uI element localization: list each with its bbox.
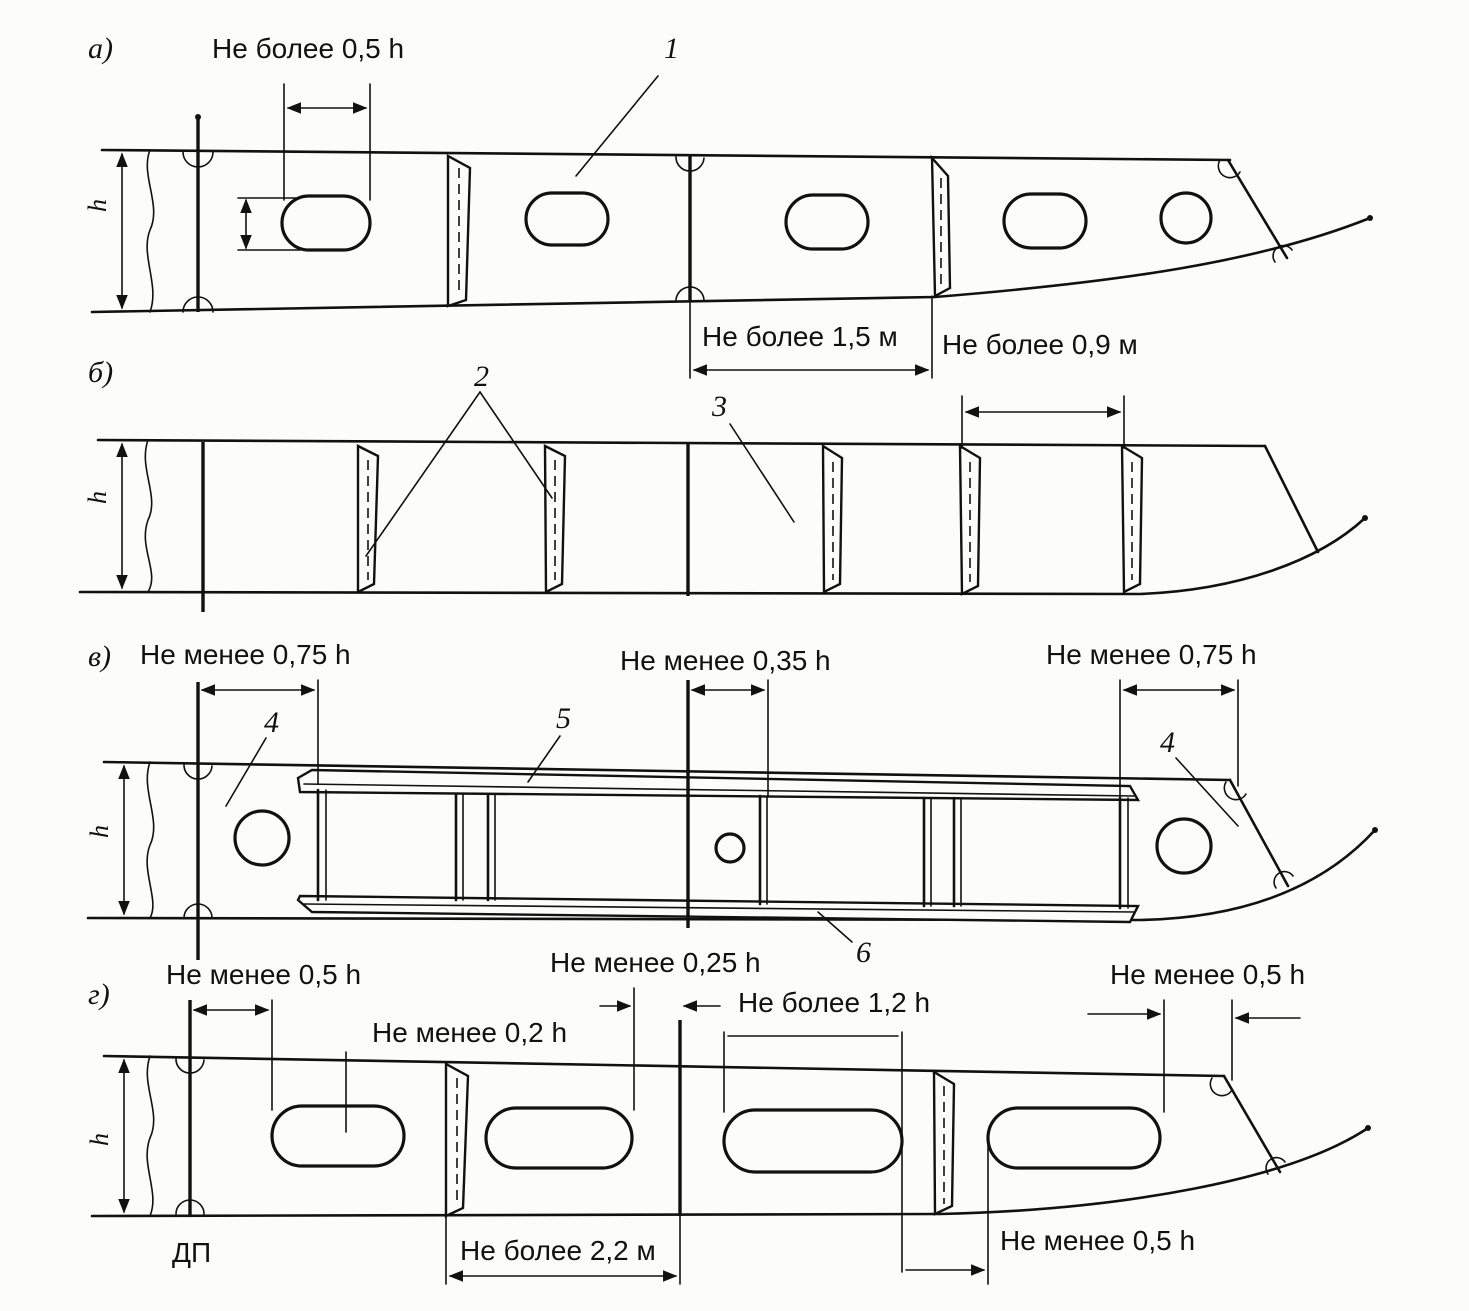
panel-v-bottom-edge: [86, 828, 1377, 922]
panel-a-stiffener: [446, 153, 472, 308]
panel-a-lightening-hole: [280, 194, 372, 252]
panel-v-break-line: [146, 761, 155, 919]
panel-v-top-edge: [102, 760, 1232, 782]
panel-g-letter: г): [88, 978, 110, 1011]
panel-g-dim-center: Не менее 0,25 h: [550, 947, 761, 978]
panel-v-round-hole: [1155, 817, 1213, 875]
panel-v-bottom-flange: [296, 894, 1140, 924]
panel-a-top-edge: [100, 148, 1232, 162]
panel-v-callout-4: 4: [264, 706, 279, 739]
panel-v-callout-5: 5: [556, 702, 571, 735]
panel-b-stiffener: [543, 444, 567, 594]
panel-a-letter: а): [88, 32, 113, 65]
panel-a-round-hole: [1159, 191, 1213, 245]
panel-v: в) h: [85, 639, 1378, 969]
panel-g-break-line: [146, 1055, 155, 1217]
panel-b-bracket: [1263, 444, 1320, 554]
panel-g-dim-left: Не менее 0,5 h: [166, 959, 361, 990]
panel-g-dim-hole-length: Не более 1,2 h: [738, 987, 930, 1018]
panel-b-stiffener: [356, 444, 380, 594]
panel-a-lightening-hole: [1002, 192, 1088, 250]
panel-b-letter: б): [88, 356, 113, 389]
panel-a-dim-top: Не более 0,5 h: [212, 33, 404, 64]
panel-g-bottom-edge: [90, 1126, 1370, 1218]
panel-v-bracket: [1228, 778, 1290, 888]
panel-v-dim-center: Не менее 0,35 h: [620, 645, 831, 676]
panel-v-height-label: h: [85, 825, 114, 838]
panel-g-lightening-hole: [270, 1104, 406, 1168]
panel-g-dim-hole-offset: Не менее 0,2 h: [372, 1017, 567, 1048]
panel-b-callout-3: 3: [711, 390, 727, 423]
panel-g-dim-right: Не менее 0,5 h: [1110, 959, 1305, 990]
panel-a-lightening-hole: [524, 191, 610, 247]
panel-g: г) h ДП Не менее 0,5 h Не менее: [85, 947, 1371, 1285]
panel-b-break-line: [144, 439, 153, 593]
panel-g-top-edge: [102, 1054, 1226, 1078]
panel-v-callout-6: 6: [856, 936, 871, 969]
panel-g-dim-bottom-right: Не менее 0,5 h: [1000, 1225, 1195, 1256]
panel-v-small-hole: [714, 832, 746, 864]
panel-g-bracket: [1222, 1074, 1282, 1174]
panel-v-letter: в): [88, 640, 111, 673]
panel-g-lightening-hole: [986, 1106, 1162, 1170]
panel-b: б) h 2 3: [78, 356, 1368, 612]
panel-g-height-label: h: [85, 1133, 114, 1146]
panel-g-dp-label: ДП: [172, 1237, 211, 1268]
panel-a-lightening-hole: [784, 193, 870, 251]
panel-a-bracket: [1226, 158, 1289, 260]
panel-a-bottom-edge: [90, 216, 1372, 314]
panel-v-dim-right: Не менее 0,75 h: [1046, 639, 1257, 670]
panel-a-break-line: [146, 149, 155, 313]
panel-a-height-label: h: [83, 199, 112, 212]
panel-b-top-edge: [96, 438, 1267, 448]
panel-a-dim-floor-spacing: Не более 1,5 м: [702, 321, 898, 352]
panel-b-bottom-edge: [78, 516, 1367, 596]
panel-a-callout-1: 1: [664, 32, 679, 65]
panel-v-round-hole: [233, 809, 291, 867]
panel-g-stiffener: [444, 1061, 470, 1218]
panel-g-lightening-hole: [722, 1108, 904, 1174]
panel-a-dim-stiffener-spacing: Не более 0,9 м: [942, 329, 1138, 360]
panel-b-height-label: h: [83, 491, 112, 504]
panel-v-dim-left: Не менее 0,75 h: [140, 639, 351, 670]
panel-v-callout-4-right: 4: [1160, 726, 1175, 759]
panel-a: а) h: [83, 32, 1373, 379]
panel-b-callout-2: 2: [474, 360, 489, 393]
panel-g-lightening-hole: [484, 1106, 634, 1170]
panel-g-dim-floor-spacing: Не более 2,2 м: [460, 1235, 656, 1266]
